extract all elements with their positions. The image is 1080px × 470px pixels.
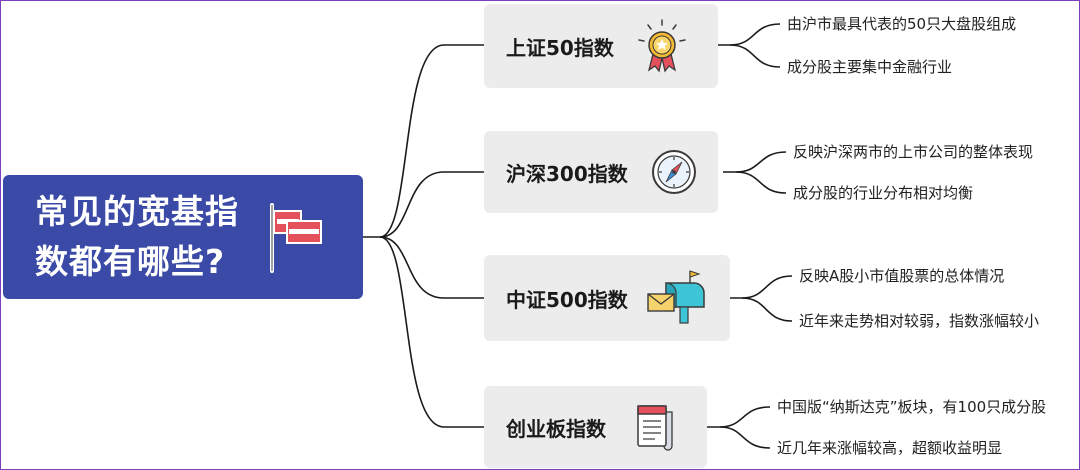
award-medal-icon [638, 19, 686, 73]
detail-text: 近几年来涨幅较高，超额收益明显 [777, 439, 1003, 457]
detail-text: 中国版“纳斯达克”板块，有100只成分股 [777, 398, 1047, 416]
mailbox-icon [647, 270, 705, 324]
detail-text: 成分股的行业分布相对均衡 [793, 184, 974, 202]
index-node-chinext: 创业板指数 [484, 386, 707, 468]
compass-icon [652, 150, 696, 194]
connector-root-2 [379, 236, 484, 299]
connector-root-3 [379, 236, 484, 428]
index-node-csi500: 中证500指数 [484, 255, 730, 341]
detail-text: 成分股主要集中金融行业 [787, 58, 953, 76]
connector-2-0 [730, 275, 793, 299]
index-name: 创业板指数 [506, 416, 606, 441]
connector-2-1 [741, 297, 793, 322]
detail-text: 反映沪深两市的上市公司的整体表现 [793, 143, 1034, 161]
index-name: 上证50指数 [506, 35, 614, 60]
connector-3-1 [719, 426, 771, 449]
connector-3-0 [707, 406, 771, 428]
connector-1-1 [735, 171, 787, 194]
index-name: 中证500指数 [506, 287, 628, 312]
connector-root-1 [379, 171, 484, 238]
connector-root-0 [363, 44, 484, 238]
document-icon [637, 405, 673, 451]
connector-0-0 [718, 23, 781, 46]
root-title: 常见的宽基指数都有哪些? [35, 192, 239, 281]
connector-1-0 [723, 151, 787, 173]
detail-text: 反映A股小市值股票的总体情况 [799, 267, 1005, 285]
index-name: 沪深300指数 [506, 161, 628, 186]
detail-text: 近年来走势相对较弱，指数涨幅较小 [799, 312, 1040, 330]
index-node-csi300: 沪深300指数 [484, 131, 718, 213]
connector-0-1 [729, 44, 781, 68]
flag-icon [270, 203, 322, 273]
index-node-sse50: 上证50指数 [484, 4, 718, 88]
root-topic: 常见的宽基指数都有哪些? [3, 175, 363, 299]
detail-text: 由沪市最具代表的50只大盘股组成 [787, 15, 1017, 33]
